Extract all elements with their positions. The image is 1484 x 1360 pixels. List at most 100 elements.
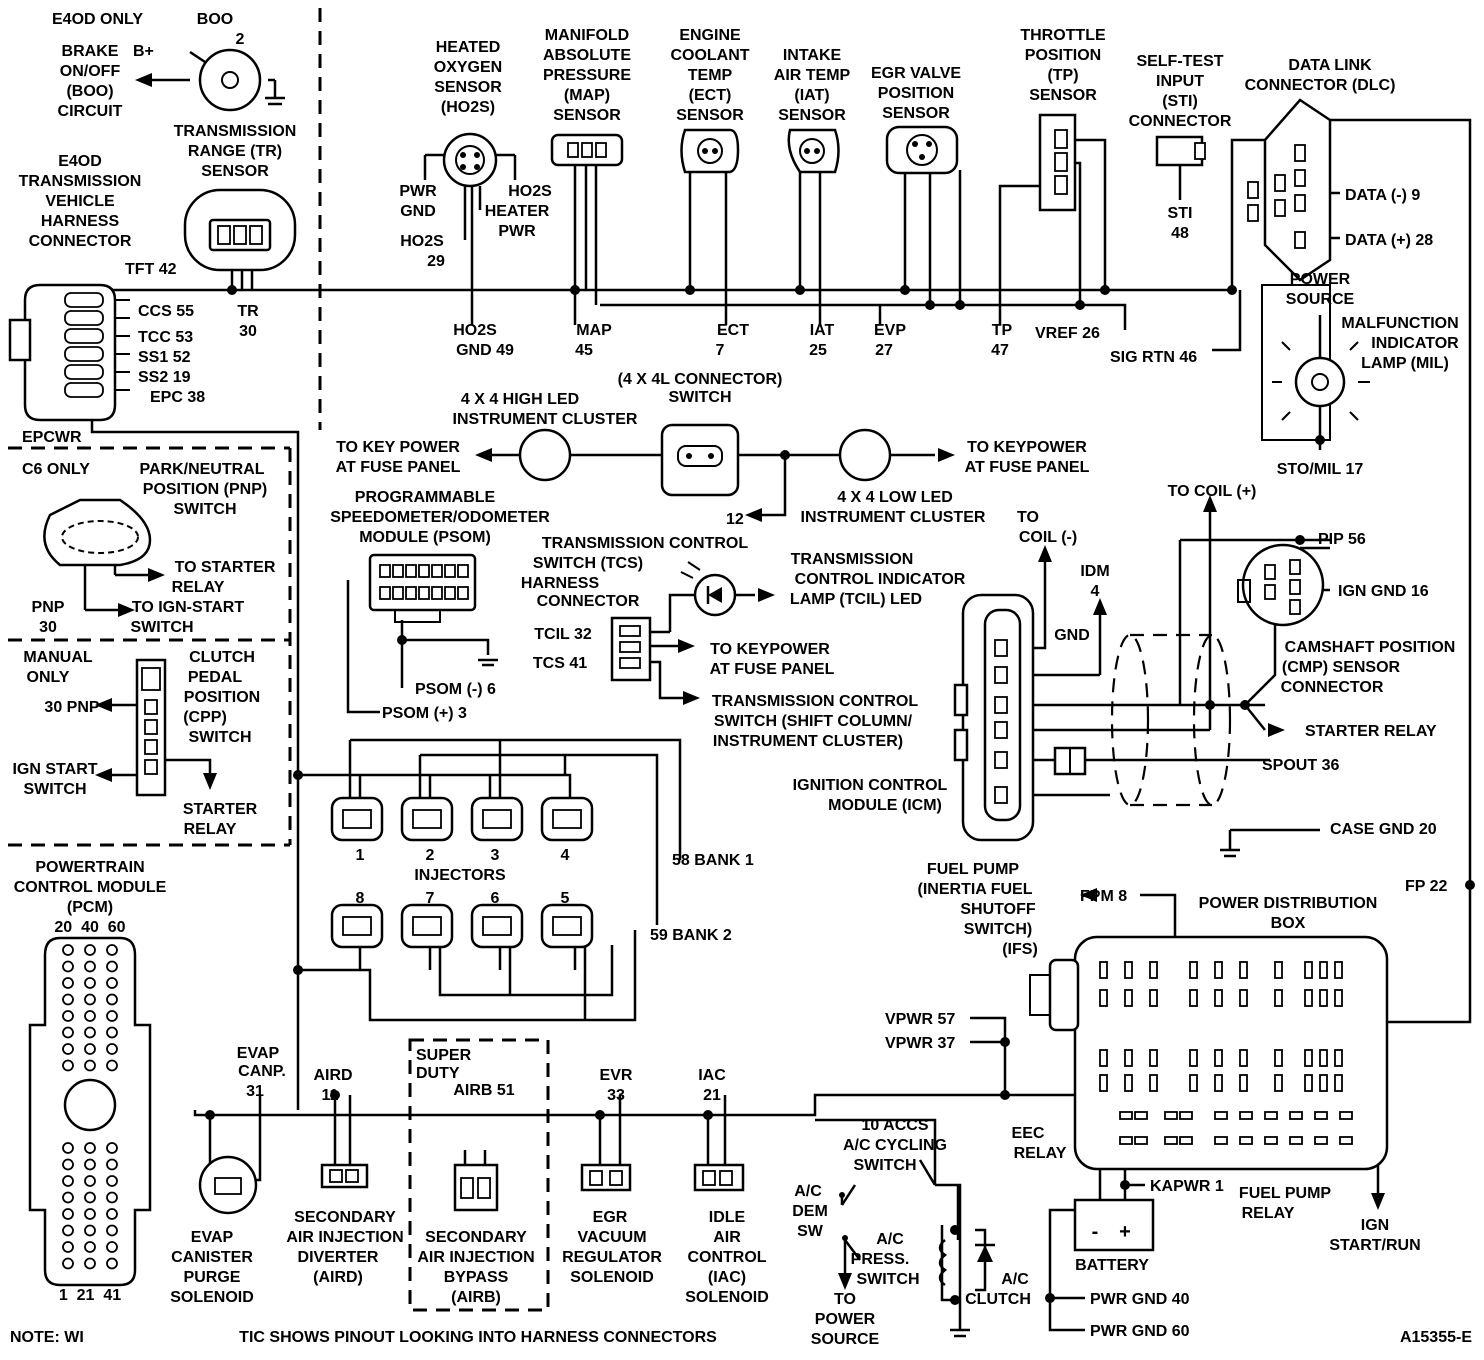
fp-relay-1: FUEL PUMP <box>1239 1185 1331 1202</box>
note-label: NOTE: WI <box>10 1329 84 1346</box>
tr-pin-label: TR <box>237 303 259 320</box>
pwr-gnd-2: GND <box>400 203 436 220</box>
ho2s-gnd-2: GND 49 <box>456 342 514 359</box>
pdb-relay-pin <box>1214 1111 1228 1120</box>
iac-sol-5: SOLENOID <box>685 1289 769 1306</box>
pcm-pin <box>106 944 118 956</box>
pcm-pin <box>62 1026 74 1039</box>
pdb-1: POWER DISTRIBUTION <box>1199 895 1378 912</box>
pcm-pin <box>84 1142 96 1154</box>
evap-sol-4: SOLENOID <box>170 1289 254 1306</box>
psom-2: SPEEDOMETER/ODOMETER <box>330 509 550 526</box>
pdb-fuse <box>1304 1074 1313 1092</box>
ac-press-1: A/C <box>876 1231 904 1248</box>
tp-4: SENSOR <box>1029 87 1097 104</box>
e4od-only-label: E4OD ONLY <box>52 11 143 28</box>
pdb-fuse <box>1304 961 1313 979</box>
to-keypower-tcs-2: AT FUSE PANEL <box>710 661 835 678</box>
pdb-relay-pin <box>1179 1111 1193 1120</box>
evr-pin-2: 33 <box>607 1087 625 1104</box>
tic-note: TIC SHOWS PINOUT LOOKING INTO HARNESS CO… <box>239 1329 717 1346</box>
ect-2: COOLANT <box>670 47 749 64</box>
pcm-pin <box>84 1043 96 1055</box>
ho2s-3: SENSOR <box>434 79 502 96</box>
injector-2-num: 2 <box>426 847 435 864</box>
ac-dem-1: A/C <box>794 1183 822 1200</box>
psom-connector <box>368 553 477 612</box>
cmp-sensor-connector <box>1241 543 1325 627</box>
ect-4: (ECT) <box>689 87 732 104</box>
4x4-switch <box>660 423 740 497</box>
manual-2: ONLY <box>27 669 70 686</box>
ss2-pin: SS2 19 <box>138 369 191 386</box>
pdb-fuse <box>1099 961 1108 979</box>
pcm-pin <box>106 960 118 973</box>
junction-dots <box>88 285 1475 1305</box>
pcm-pin <box>106 1224 118 1237</box>
ac-cycling-1: 10 ACCS <box>862 1117 929 1134</box>
epcwr-label: EPCWR <box>22 429 82 446</box>
pdb-fuse <box>1189 989 1198 1007</box>
pcm-pin <box>84 977 96 989</box>
ac-cycling-2: A/C CYCLING <box>843 1137 947 1154</box>
pdb-fuse <box>1214 961 1223 979</box>
iat-pin-1: IAT <box>810 322 835 339</box>
pdb-2: BOX <box>1271 915 1306 932</box>
eec-relay-2: RELAY <box>1014 1145 1067 1162</box>
iat-pin-2: 25 <box>809 342 827 359</box>
tcs-4: CONNECTOR <box>537 593 640 610</box>
kapwr-pin: KAPWR 1 <box>1150 1178 1224 1195</box>
tr-label-3: SENSOR <box>201 163 269 180</box>
tr-label-2: RANGE (TR) <box>188 143 282 160</box>
ect-sensor-connector <box>680 128 740 174</box>
ho2s29-1: HO2S <box>400 233 444 250</box>
airb-sol-1: SECONDARY <box>425 1229 527 1246</box>
pcm-pin <box>62 1175 74 1187</box>
pdb-relay-pin <box>1314 1136 1328 1145</box>
pdb-fuse <box>1304 989 1313 1007</box>
power-src-2: SOURCE <box>1286 291 1355 308</box>
bplus-label: B+ <box>133 43 154 60</box>
map-pin-1: MAP <box>576 322 612 339</box>
icm-1: IGNITION CONTROL <box>793 777 948 794</box>
pdb-relay-pin <box>1239 1136 1253 1145</box>
map-2: ABSOLUTE <box>543 47 631 64</box>
bank1-pin: 58 BANK 1 <box>672 852 754 869</box>
c6-only-label: C6 ONLY <box>22 461 90 478</box>
ign-start-run-1: IGN <box>1361 1217 1389 1234</box>
low-led-1: 4 X 4 LOW LED <box>837 489 953 506</box>
pcm-pin <box>84 1158 96 1171</box>
pcm-pin <box>62 1208 74 1220</box>
tcs-switch-3: INSTRUMENT CLUSTER) <box>713 733 903 750</box>
pcm-pin <box>84 944 96 956</box>
egr-position-sensor <box>885 125 959 175</box>
icm-2: MODULE (ICM) <box>828 797 942 814</box>
fp-relay-2: RELAY <box>1242 1205 1295 1222</box>
pcm-1: POWERTRAIN <box>35 859 144 876</box>
cmp-1: CAMSHAFT POSITION <box>1285 639 1456 656</box>
pwr-gnd-1: PWR <box>399 183 437 200</box>
ac-dem-3: SW <box>797 1223 824 1240</box>
pdb-relay-pin <box>1179 1136 1193 1145</box>
pdb-fuse <box>1334 1049 1343 1067</box>
pcm-pin <box>106 1175 118 1187</box>
tcil-3: LAMP (TCIL) LED <box>790 591 922 608</box>
pdb-relay-pin <box>1264 1111 1278 1120</box>
aird-sol-1: SECONDARY <box>294 1209 396 1226</box>
tcs-switch-2: SWITCH (SHIFT COLUMN/ <box>714 713 913 730</box>
to-power-3: SOURCE <box>811 1331 880 1348</box>
pdb-fuse <box>1334 961 1343 979</box>
fuel-pump-4: SWITCH) <box>964 921 1032 938</box>
fuel-pump-3: SHUTOFF <box>960 901 1035 918</box>
data-pos-pin: DATA (+) 28 <box>1345 232 1433 249</box>
tp-1: THROTTLE <box>1020 27 1106 44</box>
to-coil-neg-1: TO <box>1017 509 1039 526</box>
psom-pos-pin: PSOM (+) 3 <box>382 705 467 722</box>
pcm-pin <box>106 1059 118 1072</box>
to-keypower-r-2: AT FUSE PANEL <box>965 459 1090 476</box>
eec-relay-1: EEC <box>1012 1125 1045 1142</box>
pdb-fuse <box>1099 1049 1108 1067</box>
low-led-lamp <box>838 428 892 482</box>
sig-rtn-pin: SIG RTN 46 <box>1110 349 1197 366</box>
iac-pin-2: 21 <box>703 1087 721 1104</box>
